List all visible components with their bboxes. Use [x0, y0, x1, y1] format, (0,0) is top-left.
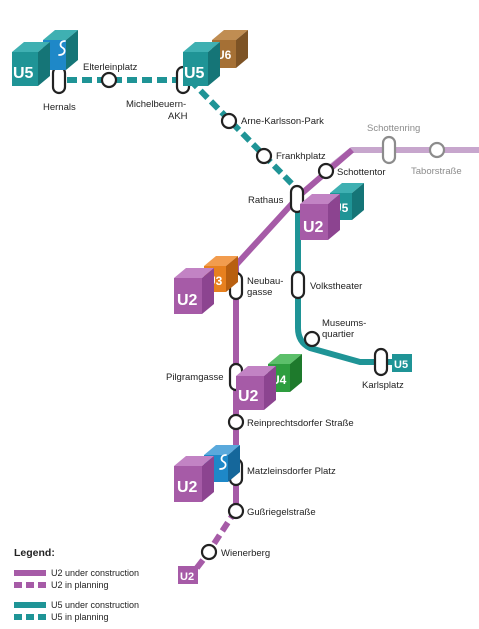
station-marker-elterleinplatz[interactable] — [100, 71, 118, 89]
station-marker-karlsplatz[interactable] — [373, 347, 389, 377]
matzleinsdorfer-u2-badge: U2 — [177, 479, 198, 496]
label-schottenring: Schottenring — [367, 123, 420, 134]
label-gussriegelstrasse: Gußriegelstraße — [247, 507, 316, 518]
michelbeuern-u5-badge: U5 — [184, 65, 205, 82]
matzleinsdorfer-interchange-cube: U2 — [174, 445, 240, 502]
station-marker-gussriegelstrasse[interactable] — [227, 502, 245, 520]
station-marker-reinprechtsdorfer[interactable] — [227, 413, 245, 431]
karlsplatz-u5-badge-box: U5 — [392, 354, 412, 372]
station-marker-museumsquartier[interactable] — [303, 330, 321, 348]
pilgramgasse-u2-badge: U2 — [238, 388, 259, 405]
pilgramgasse-interchange-cube: U4 U2 — [236, 354, 302, 410]
legend: Legend: U2 under construction U2 in plan… — [14, 547, 139, 622]
hernals-u5-badge: U5 — [13, 65, 34, 82]
legend-u5-planning-label: U5 in planning — [51, 612, 109, 622]
wienerberg-u2-badge-box: U2 — [178, 566, 198, 584]
label-karlsplatz: Karlsplatz — [362, 380, 404, 391]
rathaus-u2-badge: U2 — [303, 219, 324, 236]
u5-planning-line-diagonal — [187, 77, 301, 193]
label-akh: AKH — [168, 111, 188, 122]
karlsplatz-u5-badge: U5 — [394, 359, 408, 371]
label-elterleinplatz: Elterleinplatz — [83, 62, 138, 73]
label-hernals: Hernals — [43, 102, 76, 113]
label-quartier: quartier — [322, 329, 354, 340]
station-marker-hernals[interactable] — [51, 65, 67, 95]
hernals-interchange-cube: U5 — [12, 30, 78, 86]
label-reinprechtsdorfer: Reinprechtsdorfer Straße — [247, 418, 354, 429]
label-pilgramgasse: Pilgramgasse — [166, 372, 224, 383]
station-marker-taborstrasse[interactable] — [428, 141, 446, 159]
wienerberg-u2-badge: U2 — [180, 571, 194, 583]
station-marker-volkstheater[interactable] — [290, 270, 306, 300]
label-wienerberg: Wienerberg — [221, 548, 270, 559]
label-volkstheater: Volkstheater — [310, 281, 362, 292]
label-gasse: gasse — [247, 287, 272, 298]
station-marker-schottenring[interactable] — [381, 135, 397, 165]
label-matzleinsdorfer: Matzleinsdorfer Platz — [247, 466, 336, 477]
label-neubau: Neubau- — [247, 276, 283, 287]
station-marker-schottentor[interactable] — [317, 162, 335, 180]
station-marker-arne-karlsson-park[interactable] — [220, 112, 238, 130]
label-frankhplatz: Frankhplatz — [276, 151, 326, 162]
station-marker-frankhplatz[interactable] — [255, 147, 273, 165]
michelbeuern-interchange-cube: U6 U5 — [183, 30, 248, 86]
label-schottentor: Schottentor — [337, 167, 386, 178]
legend-u5-construction-label: U5 under construction — [51, 600, 139, 610]
station-marker-wienerberg[interactable] — [200, 543, 218, 561]
legend-u2-planning-label: U2 in planning — [51, 580, 109, 590]
label-rathaus: Rathaus — [248, 195, 284, 206]
neubaugasse-interchange-cube: U3 U2 — [174, 256, 238, 314]
label-michelbeuern: Michelbeuern- — [126, 99, 186, 110]
label-taborstrasse: Taborstraße — [411, 166, 462, 177]
u2-planning-line — [193, 508, 239, 571]
legend-title: Legend: — [14, 547, 55, 559]
label-museums: Museums- — [322, 318, 366, 329]
label-arne-karlsson-park: Arne-Karlsson-Park — [241, 116, 324, 127]
u5-construction-line — [295, 190, 392, 365]
neubaugasse-u2-badge: U2 — [177, 292, 198, 309]
rathaus-interchange-cube: U5 U2 — [300, 183, 364, 240]
legend-u2-construction-label: U2 under construction — [51, 568, 139, 578]
